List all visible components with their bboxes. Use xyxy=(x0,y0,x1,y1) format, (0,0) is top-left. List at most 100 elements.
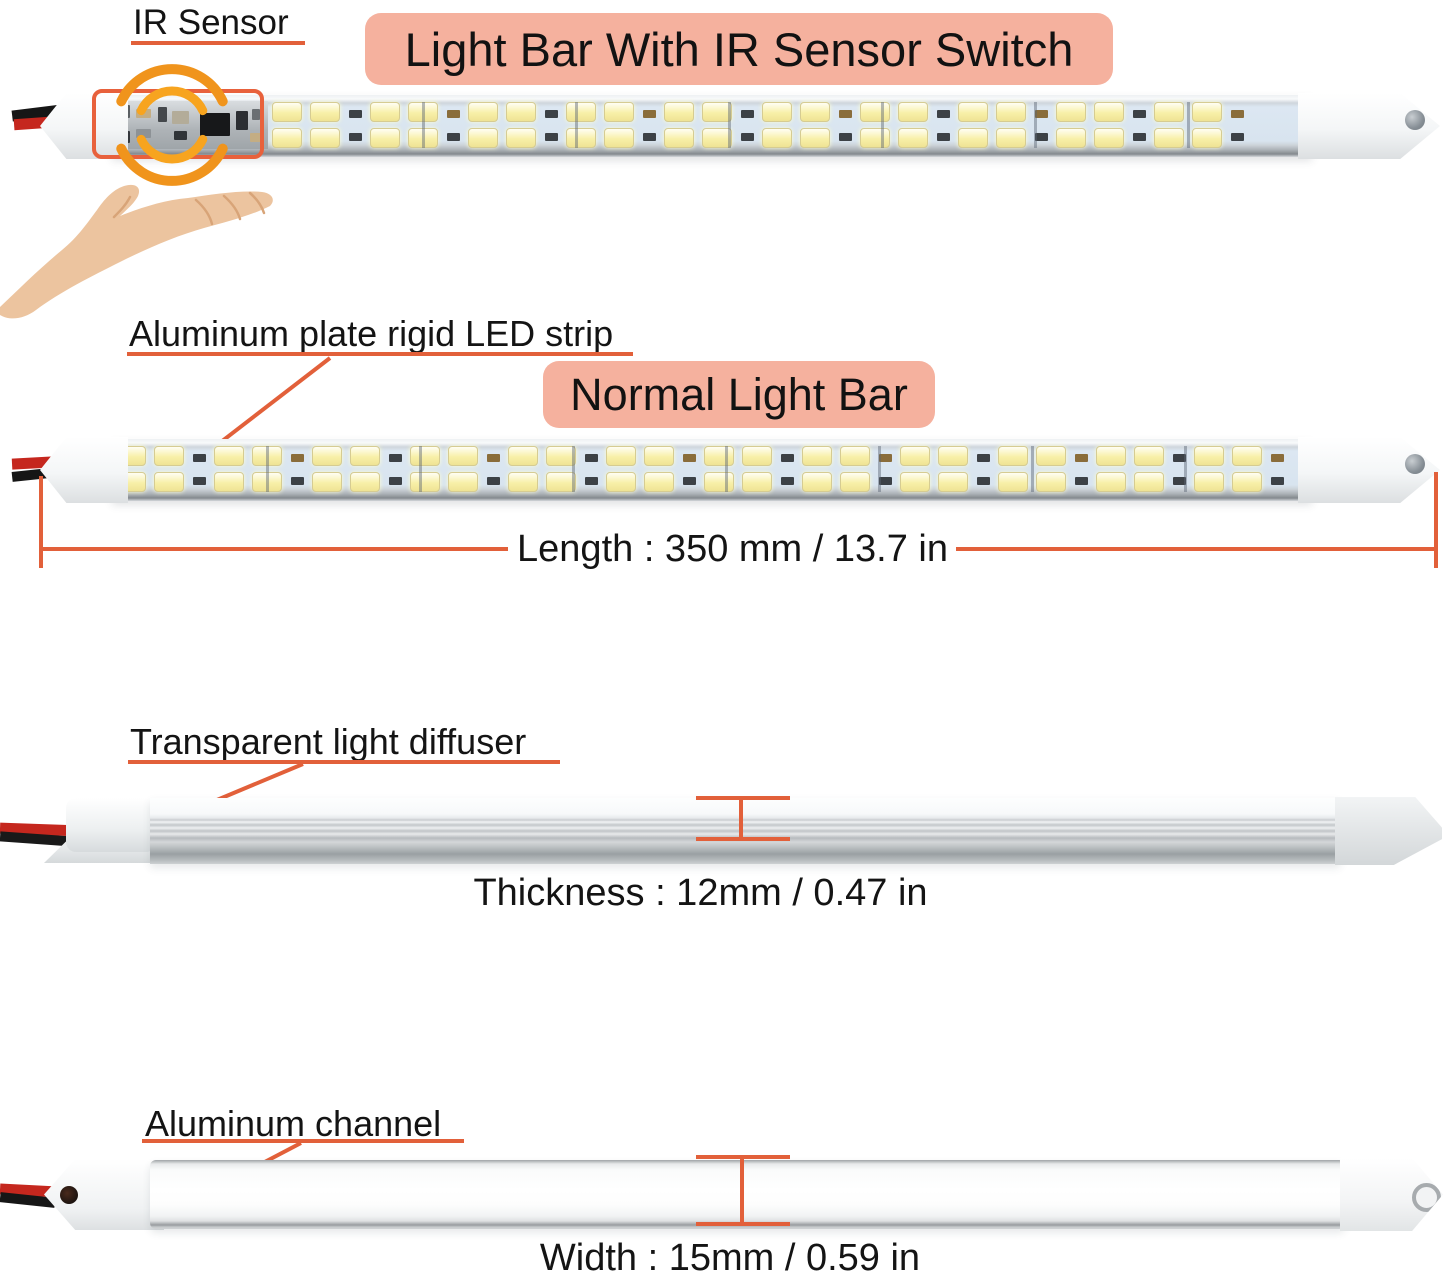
led-chip-pair xyxy=(800,102,830,148)
end-cap-right xyxy=(1335,797,1442,865)
diffuser-callout: Transparent light diffuser xyxy=(130,721,527,762)
led-chip xyxy=(1094,128,1124,148)
led-bar-with-sensor-photo xyxy=(11,93,1440,159)
led-chip-pair xyxy=(702,102,732,148)
smd-component xyxy=(544,102,558,148)
led-chip xyxy=(312,446,342,466)
end-cap-right xyxy=(1340,1158,1443,1231)
led-chip xyxy=(508,446,538,466)
led-chip xyxy=(958,128,988,148)
led-chip xyxy=(1194,446,1224,466)
end-cap-right xyxy=(1298,93,1440,159)
led-chip-pair xyxy=(350,446,380,492)
smd-component xyxy=(348,102,362,148)
led-chip xyxy=(566,102,596,122)
led-chip xyxy=(606,472,636,492)
led-chip xyxy=(664,102,694,122)
pcb-component xyxy=(172,111,189,124)
smd-component xyxy=(976,446,990,492)
led-chip-pair xyxy=(644,446,674,492)
pcb-component xyxy=(158,107,167,122)
led-chip xyxy=(350,446,380,466)
smd-component xyxy=(838,102,852,148)
thickness-dimension-label: Thickness : 12mm / 0.47 in xyxy=(473,872,928,914)
led-chip xyxy=(1134,472,1164,492)
led-chip xyxy=(448,446,478,466)
pcb-component xyxy=(174,131,187,140)
led-chip xyxy=(958,102,988,122)
led-chip-pair xyxy=(1096,446,1126,492)
smd-component xyxy=(192,446,206,492)
led-chip xyxy=(546,472,576,492)
led-chip xyxy=(996,102,1026,122)
channel-back-face xyxy=(150,1160,1345,1229)
led-chip xyxy=(1154,128,1184,148)
smd-component xyxy=(446,102,460,148)
led-chip-pair xyxy=(370,102,400,148)
diffuser-underline xyxy=(128,760,560,764)
diffuser-bar-side-photo xyxy=(0,797,1442,867)
mounting-hole xyxy=(1405,110,1425,130)
led-chip-pair xyxy=(898,102,928,148)
led-chip xyxy=(604,102,634,122)
diffuser-profile xyxy=(150,798,1340,864)
led-chip xyxy=(1056,102,1086,122)
smd-component xyxy=(740,102,754,148)
led-chip xyxy=(1096,472,1126,492)
led-chip xyxy=(468,102,498,122)
led-chip xyxy=(1134,446,1164,466)
led-chip-pair xyxy=(214,446,244,492)
aluminum-strip-callout: Aluminum plate rigid LED strip xyxy=(129,313,614,354)
led-chip-pair xyxy=(900,446,930,492)
led-chip-pair xyxy=(860,102,890,148)
length-extension-line-right xyxy=(1434,472,1438,568)
led-chip xyxy=(938,446,968,466)
led-chip xyxy=(802,446,832,466)
smd-component xyxy=(1270,446,1284,492)
channel-callout: Aluminum channel xyxy=(145,1103,442,1144)
hand-image xyxy=(0,184,273,319)
width-dimension-label: Width : 15mm / 0.59 in xyxy=(539,1237,921,1279)
mounting-hole xyxy=(60,1186,78,1204)
led-chip-pair xyxy=(1094,102,1124,148)
length-dimension-label: Length : 350 mm / 13.7 in xyxy=(517,528,948,570)
ir-sensor-callout-underline xyxy=(131,41,305,45)
led-chip xyxy=(704,472,734,492)
led-chip xyxy=(214,472,244,492)
led-chip-pair xyxy=(1194,446,1224,492)
smd-component xyxy=(682,446,696,492)
led-chip xyxy=(702,102,732,122)
led-chip-pair xyxy=(1192,102,1222,148)
led-chip-pair xyxy=(802,446,832,492)
led-chip xyxy=(1154,102,1184,122)
led-chip xyxy=(644,472,674,492)
led-chip-pair xyxy=(252,446,282,492)
led-chip-pair xyxy=(410,446,440,492)
length-extension-line-left xyxy=(39,476,43,568)
led-chip-pair xyxy=(272,102,302,148)
thickness-dimension-line-top xyxy=(696,796,790,800)
led-chip-pair xyxy=(998,446,1028,492)
title-badge-normal-light-bar: Normal Light Bar xyxy=(543,361,935,428)
led-chip xyxy=(154,472,184,492)
led-chip xyxy=(310,128,340,148)
led-chip xyxy=(998,472,1028,492)
normal-led-bar-photo xyxy=(11,437,1440,503)
ir-bar-title: Light Bar With IR Sensor Switch xyxy=(404,22,1074,76)
smd-component xyxy=(780,446,794,492)
led-chip-pair xyxy=(762,102,792,148)
led-chip xyxy=(252,472,282,492)
led-chip xyxy=(860,128,890,148)
led-chip xyxy=(408,102,438,122)
smd-component xyxy=(388,446,402,492)
led-chip xyxy=(664,128,694,148)
led-chip-pair xyxy=(154,446,184,492)
led-chip xyxy=(704,446,734,466)
led-chip xyxy=(742,472,772,492)
led-chip-pair xyxy=(840,446,870,492)
led-chip xyxy=(996,128,1026,148)
width-dimension-line-bottom xyxy=(696,1222,790,1226)
led-strip xyxy=(272,102,1296,148)
led-chip-pair xyxy=(546,446,576,492)
led-chip-pair xyxy=(1232,446,1262,492)
